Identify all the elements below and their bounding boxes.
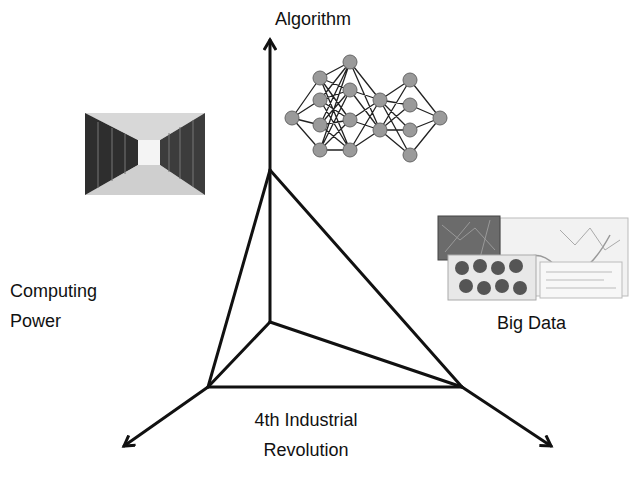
axis-label: 4th Industrial Revolution	[221, 405, 391, 465]
axis-lines	[124, 40, 551, 446]
axis-label: Big Data	[497, 308, 566, 338]
neural-network	[285, 55, 447, 162]
axis-label: Computing Power	[10, 276, 125, 336]
big-data-collage	[438, 216, 628, 300]
server-room-photo	[85, 113, 205, 195]
axis-label: Algorithm	[275, 4, 351, 34]
